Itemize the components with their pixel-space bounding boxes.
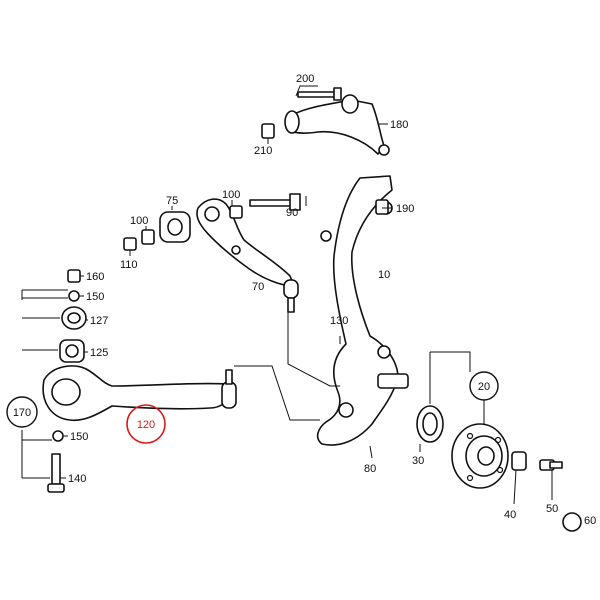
callout-30[interactable]: 30 bbox=[412, 455, 424, 467]
callout-180[interactable]: 180 bbox=[390, 119, 408, 131]
nut-160 bbox=[67, 269, 81, 283]
bushing-75 bbox=[159, 211, 191, 243]
bolt-90 bbox=[249, 193, 301, 211]
callout-125[interactable]: 125 bbox=[90, 347, 108, 359]
nut-40 bbox=[511, 451, 527, 471]
tension-strut bbox=[196, 198, 299, 313]
callout-90[interactable]: 90 bbox=[286, 207, 298, 219]
callout-170-label: 170 bbox=[13, 407, 31, 419]
callout-120-label: 120 bbox=[137, 419, 155, 431]
dust-shield-30 bbox=[416, 405, 444, 443]
callout-40[interactable]: 40 bbox=[504, 509, 516, 521]
washer-150a bbox=[68, 290, 80, 302]
callout-150a[interactable]: 150 bbox=[86, 291, 104, 303]
washer-100b bbox=[141, 229, 155, 245]
callout-130[interactable]: 130 bbox=[330, 315, 348, 327]
nut-190 bbox=[375, 199, 389, 215]
callout-120[interactable]: 120 bbox=[126, 404, 166, 444]
callout-75[interactable]: 75 bbox=[166, 195, 178, 207]
callout-60[interactable]: 60 bbox=[584, 515, 596, 527]
callout-80[interactable]: 80 bbox=[364, 463, 376, 475]
callout-100b[interactable]: 100 bbox=[130, 215, 148, 227]
callout-50[interactable]: 50 bbox=[546, 503, 558, 515]
callout-160[interactable]: 160 bbox=[86, 271, 104, 283]
nut-100a bbox=[229, 205, 243, 219]
callout-100a[interactable]: 100 bbox=[222, 189, 240, 201]
steering-knuckle bbox=[316, 175, 409, 446]
callout-127[interactable]: 127 bbox=[90, 315, 108, 327]
callout-140[interactable]: 140 bbox=[68, 473, 86, 485]
bolt-200 bbox=[297, 87, 342, 101]
callout-210[interactable]: 210 bbox=[254, 145, 272, 157]
upper-control-arm bbox=[284, 94, 390, 156]
bushing-125 bbox=[59, 339, 85, 363]
bushing-127 bbox=[61, 306, 87, 330]
nut-210 bbox=[261, 123, 275, 139]
cap-60 bbox=[562, 512, 582, 532]
wheel-hub-20 bbox=[451, 423, 509, 489]
callout-190[interactable]: 190 bbox=[396, 203, 414, 215]
leader-lines bbox=[21, 85, 553, 505]
callout-150b[interactable]: 150 bbox=[70, 431, 88, 443]
callout-170[interactable]: 170 bbox=[6, 396, 38, 428]
callout-200[interactable]: 200 bbox=[296, 73, 314, 85]
callout-20[interactable]: 20 bbox=[469, 371, 499, 401]
callout-10[interactable]: 10 bbox=[378, 269, 390, 281]
callout-labels: 200 180 210 100 90 190 75 100 110 160 15… bbox=[68, 73, 596, 527]
bolt-140 bbox=[47, 453, 65, 493]
nut-110 bbox=[123, 237, 137, 251]
callout-110[interactable]: 110 bbox=[120, 259, 138, 271]
washer-150b bbox=[52, 430, 64, 442]
lower-control-arm bbox=[42, 365, 237, 422]
bolt-50 bbox=[539, 459, 563, 471]
callout-20-label: 20 bbox=[478, 381, 490, 393]
callout-70[interactable]: 70 bbox=[252, 281, 264, 293]
